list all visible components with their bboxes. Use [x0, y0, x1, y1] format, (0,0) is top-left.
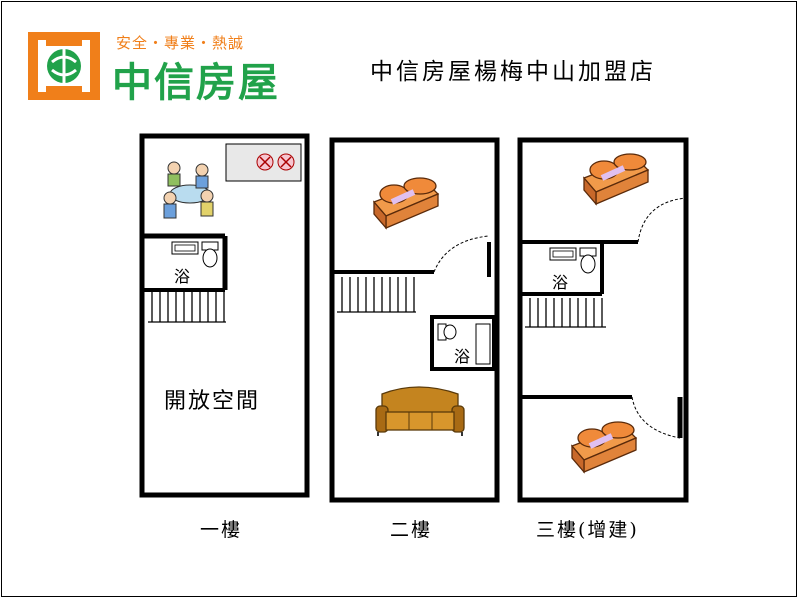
bed-icon — [570, 421, 638, 474]
bed-icon — [372, 177, 440, 230]
stairs-icon — [337, 277, 416, 313]
stairs-icon — [148, 292, 226, 323]
bathtub-icon — [475, 323, 491, 365]
floor-2-outline — [329, 137, 500, 503]
toilet-icon — [201, 241, 219, 268]
sofa-icon — [375, 386, 465, 436]
door-swing-icon — [637, 197, 687, 243]
bathtub-icon — [171, 241, 199, 255]
company-logo: 安全・專業・熱誠 中信房屋 — [28, 32, 308, 106]
floor-2-plan: 浴 — [329, 137, 500, 503]
door-swing-icon — [433, 235, 490, 273]
floor-1-bath-label: 浴 — [174, 267, 190, 286]
toilet-icon — [579, 247, 597, 274]
floor-2-bath-walls — [430, 315, 496, 371]
store-title: 中信房屋楊梅中山加盟店 — [370, 59, 656, 85]
floor-1-outline — [139, 133, 310, 498]
floor-1-plan: 浴 開放空間 — [139, 133, 310, 498]
dining-table-people-icon — [163, 161, 214, 219]
floor-2-label: 二樓 — [390, 519, 433, 541]
floor-3-plan: 浴 — [517, 137, 689, 503]
stairs-icon — [525, 298, 606, 328]
floor-3-bath-label: 浴 — [552, 273, 568, 292]
floor-1-label: 一樓 — [200, 519, 243, 541]
floor-2-bath-label: 浴 — [454, 347, 470, 366]
bed-icon — [582, 153, 650, 206]
floor-3-outline — [517, 137, 689, 503]
door-swing-icon — [631, 396, 681, 439]
logo-brand-name: 中信房屋 — [112, 60, 280, 106]
bathtub-icon — [549, 247, 577, 261]
floor-3-label: 三樓(增建) — [536, 519, 639, 541]
logo-slogan: 安全・專業・熱誠 — [116, 34, 245, 52]
logo-house-icon — [28, 32, 100, 100]
stove-icon — [225, 143, 302, 182]
floor-1-open-space-label: 開放空間 — [164, 389, 260, 414]
toilet-icon — [437, 323, 457, 341]
